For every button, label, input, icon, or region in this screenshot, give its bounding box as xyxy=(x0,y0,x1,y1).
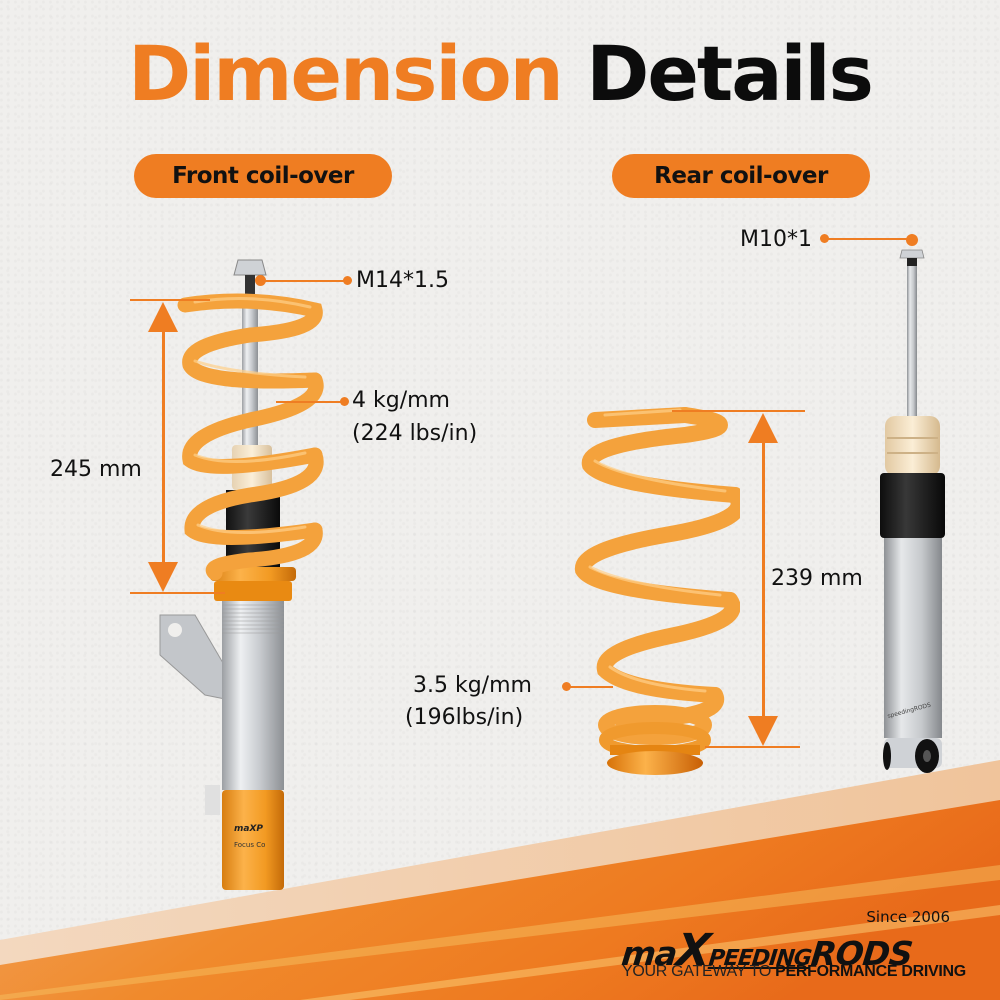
front-thread-spec: M14*1.5 xyxy=(356,268,449,293)
front-height-bottom-line xyxy=(130,592,225,594)
front-thread-leader xyxy=(262,280,348,282)
rear-spring-rate-imperial: (196lbs/in) xyxy=(405,705,524,730)
rear-height-bottom-line xyxy=(705,746,800,748)
front-rate-leader xyxy=(276,401,344,403)
brand-since: Since 2006 xyxy=(866,908,950,926)
rear-rate-dot xyxy=(562,682,571,691)
rear-height-top-line xyxy=(672,410,805,412)
front-rate-dot xyxy=(340,397,349,406)
rear-thread-leader xyxy=(826,238,912,240)
rear-height-arrow-down xyxy=(748,716,778,746)
tagline-bold: PERFORMANCE DRIVING xyxy=(775,963,966,980)
rear-thread-dot xyxy=(820,234,829,243)
title-word-details: Details xyxy=(586,29,874,118)
rear-thread-spec: M10*1 xyxy=(740,227,812,252)
rear-height-value: 239 mm xyxy=(771,566,863,591)
front-spring-rate: 4 kg/mm xyxy=(352,388,450,413)
tagline-light: YOUR GATEWAY TO xyxy=(622,963,776,980)
front-coilover-badge: Front coil-over xyxy=(134,154,392,198)
page-title: Dimension Details xyxy=(0,24,1000,124)
rear-rate-leader xyxy=(568,686,613,688)
rear-coilover-badge: Rear coil-over xyxy=(612,154,870,198)
front-thread-dot xyxy=(343,276,352,285)
front-spring-rate-imperial: (224 lbs/in) xyxy=(352,421,478,446)
front-height-value: 245 mm xyxy=(50,457,142,482)
svg-text:Focus Co: Focus Co xyxy=(234,841,265,849)
front-height-arrow-up xyxy=(148,302,178,332)
front-height-arrow-down xyxy=(148,562,178,592)
front-coilover-image: maXP Focus Co xyxy=(159,259,324,890)
title-word-dimension: Dimension xyxy=(128,29,564,118)
rear-height-arrow-up xyxy=(748,413,778,443)
rear-spring-rate: 3.5 kg/mm xyxy=(413,673,532,698)
svg-text:maXP: maXP xyxy=(234,824,263,834)
front-thread-marker xyxy=(255,275,266,286)
front-height-dimension-line xyxy=(162,330,165,562)
rear-spring-image xyxy=(575,407,740,775)
brand-tagline: YOUR GATEWAY TO PERFORMANCE DRIVING xyxy=(622,963,966,981)
rear-shock-image: speedingRODS xyxy=(880,234,945,773)
front-height-top-line xyxy=(130,299,210,301)
rear-height-dimension-line xyxy=(762,440,765,720)
